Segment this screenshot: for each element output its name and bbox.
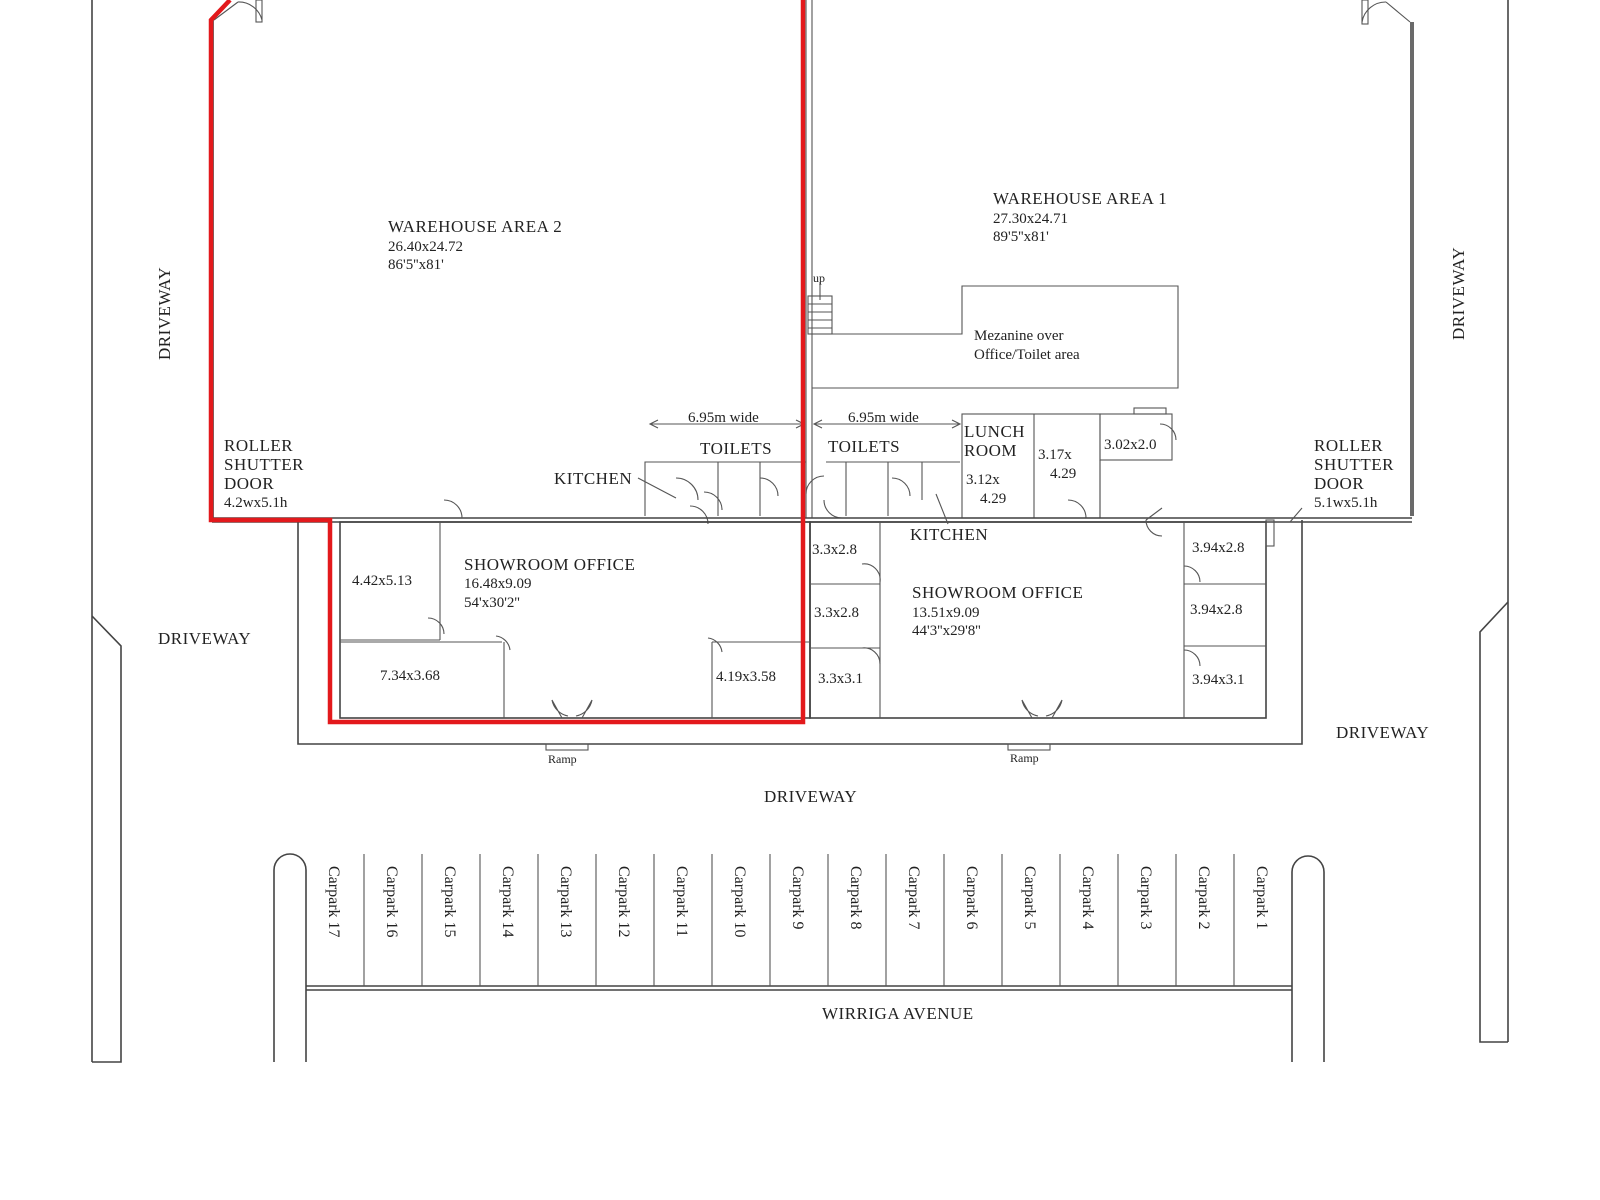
carpark-label: Carpark 13 bbox=[557, 866, 574, 938]
room-734: 7.34x3.68 bbox=[380, 668, 440, 684]
carpark-label: Carpark 11 bbox=[673, 866, 690, 937]
warehouse1-metric: 27.30x24.71 bbox=[993, 211, 1068, 227]
carpark-label: Carpark 6 bbox=[963, 866, 980, 930]
toilets-right-label: TOILETS bbox=[828, 437, 900, 456]
showroom-left-name: SHOWROOM OFFICE bbox=[464, 555, 635, 574]
ramp-right-label: Ramp bbox=[1010, 751, 1039, 765]
kitchen-left-leader bbox=[637, 477, 677, 499]
carpark-label: Carpark 14 bbox=[499, 866, 516, 938]
warehouse1-imperial: 89'5''x81' bbox=[993, 229, 1049, 245]
width-arrows bbox=[648, 419, 962, 429]
roller-left-l4: 4.2wx5.1h bbox=[224, 495, 288, 511]
lease-boundary bbox=[208, 0, 806, 725]
mezzanine-line2: Office/Toilet area bbox=[974, 347, 1080, 363]
lunch-room-l1: LUNCH bbox=[964, 422, 1025, 441]
driveway-front: DRIVEWAY bbox=[764, 787, 857, 806]
room-33b: 3.3x2.8 bbox=[814, 605, 859, 621]
carpark-label: Carpark 7 bbox=[905, 866, 922, 930]
stairs-up-label: up bbox=[813, 271, 825, 285]
roller-right-l4: 5.1wx5.1h bbox=[1314, 495, 1378, 511]
width-right-label: 6.95m wide bbox=[848, 410, 919, 426]
room-394a: 3.94x2.8 bbox=[1192, 540, 1245, 556]
roller-right-l3: DOOR bbox=[1314, 474, 1364, 493]
driveway-left-vertical: DRIVEWAY bbox=[155, 267, 174, 360]
roller-left-l2: SHUTTER bbox=[224, 455, 304, 474]
ramp-left-label: Ramp bbox=[548, 752, 577, 766]
warehouse2-metric: 26.40x24.72 bbox=[388, 239, 463, 255]
carpark-dividers bbox=[363, 854, 1235, 986]
carpark-label: Carpark 8 bbox=[847, 866, 864, 930]
kitchen-right-label: KITCHEN bbox=[910, 525, 988, 544]
roller-right-l1: ROLLER bbox=[1314, 436, 1383, 455]
kitchen-right-leader bbox=[935, 493, 949, 525]
driveway-right: DRIVEWAY bbox=[1336, 723, 1429, 742]
room-419: 4.19x3.58 bbox=[716, 669, 776, 685]
warehouse1-name: WAREHOUSE AREA 1 bbox=[993, 189, 1167, 208]
driveway-left: DRIVEWAY bbox=[158, 629, 251, 648]
lunch-room-l2: ROOM bbox=[964, 441, 1017, 460]
carpark-label: Carpark 4 bbox=[1079, 866, 1096, 930]
mezzanine-outline bbox=[812, 285, 1179, 389]
room-312-l1: 3.12x bbox=[966, 472, 1000, 488]
carpark-label: Carpark 9 bbox=[789, 866, 806, 930]
mezzanine-line1: Mezanine over bbox=[974, 328, 1064, 344]
room-442: 4.42x5.13 bbox=[352, 573, 412, 589]
warehouse2-name: WAREHOUSE AREA 2 bbox=[388, 217, 562, 236]
carpark-label: Carpark 12 bbox=[615, 866, 632, 938]
showroom-left-metric: 16.48x9.09 bbox=[464, 576, 532, 592]
carpark-label: Carpark 10 bbox=[731, 866, 748, 938]
roller-left-l1: ROLLER bbox=[224, 436, 293, 455]
carpark-label: Carpark 3 bbox=[1137, 866, 1154, 930]
room-312-l2: 4.29 bbox=[980, 491, 1006, 507]
room-331: 3.3x3.1 bbox=[818, 671, 863, 687]
room-394c: 3.94x3.1 bbox=[1192, 672, 1245, 688]
room-317-l2: 4.29 bbox=[1050, 466, 1076, 482]
street-name: WIRRIGA AVENUE bbox=[822, 1004, 974, 1023]
room-33a: 3.3x2.8 bbox=[812, 542, 857, 558]
carpark-label: Carpark 5 bbox=[1021, 866, 1038, 930]
carpark-label: Carpark 1 bbox=[1253, 866, 1270, 930]
warehouse2-imperial: 86'5''x81' bbox=[388, 257, 444, 273]
site-boundaries bbox=[91, 0, 1509, 1063]
driveway-right-vertical: DRIVEWAY bbox=[1449, 247, 1468, 340]
showroom-left-imperial: 54'x30'2'' bbox=[464, 595, 520, 611]
carpark-labels: Carpark 17 Carpark 16 Carpark 15 Carpark 14… bbox=[325, 866, 1270, 938]
toilets-left-label: TOILETS bbox=[700, 439, 772, 458]
office-block bbox=[212, 499, 1412, 751]
roller-left-l3: DOOR bbox=[224, 474, 274, 493]
kitchen-left-label: KITCHEN bbox=[554, 469, 632, 488]
carpark-label: Carpark 2 bbox=[1195, 866, 1212, 930]
width-left-label: 6.95m wide bbox=[688, 410, 759, 426]
carpark-label: Carpark 15 bbox=[441, 866, 458, 938]
room-302: 3.02x2.0 bbox=[1104, 437, 1157, 453]
room-317-l1: 3.17x bbox=[1038, 447, 1072, 463]
room-394b: 3.94x2.8 bbox=[1190, 602, 1243, 618]
showroom-right-name: SHOWROOM OFFICE bbox=[912, 583, 1083, 602]
showroom-right-metric: 13.51x9.09 bbox=[912, 605, 980, 621]
showroom-right-imperial: 44'3''x29'8'' bbox=[912, 623, 981, 639]
carpark-label: Carpark 16 bbox=[383, 866, 400, 938]
carpark-label: Carpark 17 bbox=[325, 866, 342, 938]
carpark-block bbox=[273, 853, 1325, 1062]
roller-right-l2: SHUTTER bbox=[1314, 455, 1394, 474]
